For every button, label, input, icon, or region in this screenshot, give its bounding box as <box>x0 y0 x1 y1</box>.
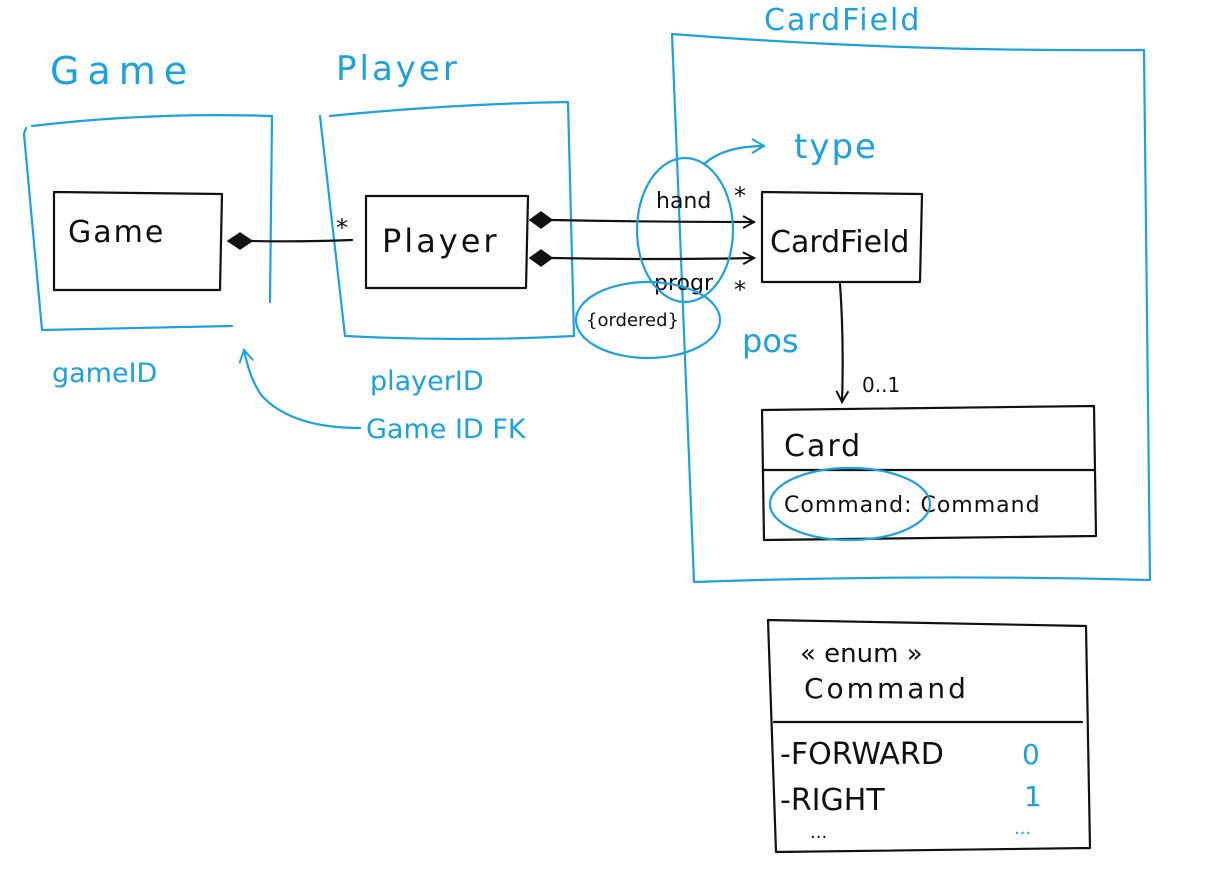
player-key-label: playerID <box>370 366 484 397</box>
type-pointer-arrow <box>702 138 766 166</box>
game-composition-diamond <box>226 232 254 250</box>
game-class-box <box>52 190 224 292</box>
game-player-association-line <box>250 238 354 243</box>
progr-ordered-constraint: {ordered} <box>586 310 679 331</box>
command-enum-name: Command <box>804 672 969 705</box>
game-region-frame <box>22 114 274 332</box>
ordered-highlight-ellipse <box>574 280 722 360</box>
player-class-box <box>364 194 530 290</box>
hand-composition-diamond <box>528 211 554 229</box>
enum-literal-value: ... <box>1014 818 1031 839</box>
cardfield-region-title: CardField <box>764 3 921 38</box>
game-region-title: Game <box>50 49 195 93</box>
cardfield-class-name: CardField <box>770 225 909 260</box>
card-multiplicity: 0..1 <box>862 373 900 397</box>
card-association-line <box>840 282 843 402</box>
foreign-key-pointer-arrow <box>238 348 362 430</box>
role-highlight-ellipse <box>635 156 735 304</box>
cardfield-class-box <box>760 190 924 284</box>
card-class-box <box>760 404 1098 542</box>
progr-composition-diamond <box>528 249 554 267</box>
card-class-name: Card <box>784 429 862 464</box>
enum-literal-value: 1 <box>1024 780 1042 813</box>
pos-annotation: pos <box>742 322 799 360</box>
attribute-highlight-ellipse <box>768 466 932 542</box>
player-foreign-key-label: Game ID FK <box>366 414 527 445</box>
hand-association-line <box>550 220 754 222</box>
card-command-attribute: Command: Command <box>784 493 1041 518</box>
command-enum-box <box>766 618 1092 854</box>
cardfield-region-frame <box>670 32 1152 584</box>
type-annotation: type <box>794 127 878 167</box>
game-player-multiplicity: * <box>336 214 348 242</box>
game-class-name: Game <box>68 215 165 250</box>
enum-literal-name: ... <box>810 822 827 843</box>
enum-literal-name: -FORWARD <box>780 737 944 772</box>
command-enum-stereotype: « enum » <box>800 639 923 669</box>
hand-multiplicity: * <box>734 182 746 210</box>
player-class-name: Player <box>382 222 500 260</box>
game-key-label: gameID <box>52 358 157 389</box>
enum-literal-name: -RIGHT <box>780 783 885 818</box>
enum-literal-value: 0 <box>1022 738 1040 771</box>
progr-association-line <box>550 258 754 259</box>
player-region-title: Player <box>336 49 460 89</box>
progr-multiplicity: * <box>734 276 746 304</box>
player-region-frame <box>318 100 576 341</box>
hand-role-label: hand <box>656 189 711 214</box>
